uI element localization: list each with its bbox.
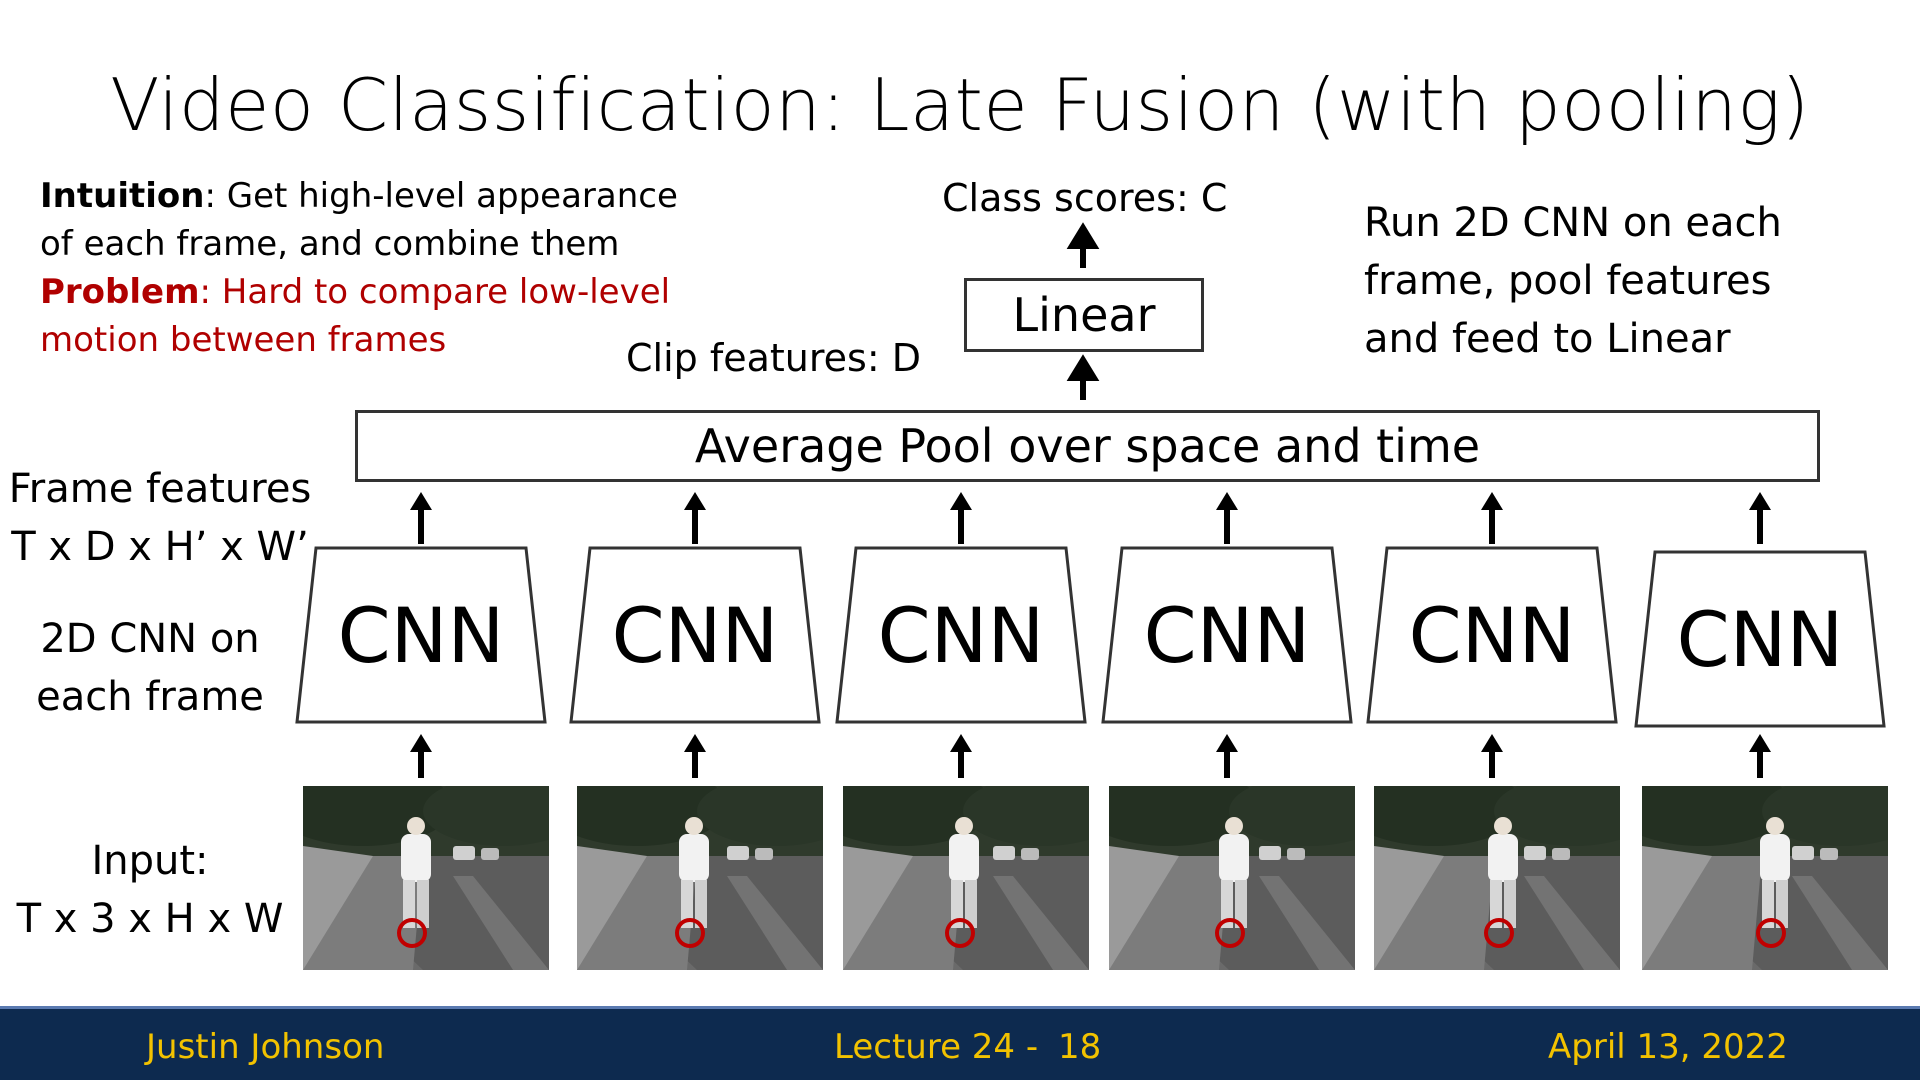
cnn-trapezoid bbox=[295, 546, 547, 724]
arrow-cnn-to-pool bbox=[950, 492, 972, 544]
arrow-cnn-to-pool bbox=[1749, 492, 1771, 544]
frame-features-line-1: Frame features bbox=[8, 466, 312, 512]
video-frame bbox=[843, 786, 1089, 970]
arrow-frame-to-cnn bbox=[1216, 734, 1238, 778]
footer-bar: Justin Johnson Lecture 24 - 18 April 13,… bbox=[0, 1006, 1920, 1080]
arrow-frame-to-cnn bbox=[410, 734, 432, 778]
footer-page-number: 18 bbox=[1058, 1027, 1102, 1067]
input-label-line-2: T x 3 x H x W bbox=[16, 896, 284, 942]
cnn-box-label: CNN bbox=[1143, 590, 1311, 680]
arrowhead-class-scores bbox=[1066, 222, 1100, 249]
right-note-line-2: frame, pool features bbox=[1364, 258, 1772, 304]
frame-features-line-2: T x D x H’ x W’ bbox=[11, 524, 309, 570]
cnn-box-label: CNN bbox=[611, 590, 779, 680]
video-frame bbox=[303, 786, 549, 970]
problem-text-1: : Hard to compare low-level bbox=[199, 272, 671, 312]
cnn-trapezoid bbox=[1101, 546, 1353, 724]
frame-features-label: Frame features T x D x H’ x W’ bbox=[0, 460, 320, 576]
arrow-frame-to-cnn bbox=[1749, 734, 1771, 778]
intuition-label: Intuition bbox=[40, 176, 205, 216]
problem-label: Problem bbox=[40, 272, 200, 312]
linear-box: Linear bbox=[964, 278, 1204, 352]
video-frame bbox=[577, 786, 823, 970]
right-note-line-1: Run 2D CNN on each bbox=[1364, 200, 1782, 246]
problem-line-1: Problem: Hard to compare low-level bbox=[40, 268, 680, 316]
intuition-text-1: : Get high-level appearance bbox=[204, 176, 678, 216]
average-pool-box: Average Pool over space and time bbox=[355, 410, 1820, 482]
cnn-side-label: 2D CNN on each frame bbox=[0, 610, 300, 726]
class-scores-label: Class scores: C bbox=[942, 176, 1228, 220]
cnn-trapezoid bbox=[1634, 550, 1886, 728]
arrow-frame-to-cnn bbox=[1481, 734, 1503, 778]
right-note-line-3: and feed to Linear bbox=[1364, 316, 1731, 362]
intuition-line-2: of each frame, and combine them bbox=[40, 224, 620, 264]
cnn-box-label: CNN bbox=[1676, 594, 1844, 684]
right-note: Run 2D CNN on each frame, pool features … bbox=[1364, 194, 1884, 368]
problem-line-2: motion between frames bbox=[40, 320, 447, 360]
arrow-cnn-to-pool bbox=[1216, 492, 1238, 544]
input-label-line-1: Input: bbox=[91, 838, 209, 884]
cnn-trapezoid bbox=[569, 546, 821, 724]
arrowhead-linear bbox=[1066, 354, 1100, 381]
cnn-trapezoid bbox=[835, 546, 1087, 724]
arrow-cnn-to-pool bbox=[684, 492, 706, 544]
arrow-frame-to-cnn bbox=[684, 734, 706, 778]
intuition-line-1: Intuition: Get high-level appearance bbox=[40, 172, 680, 220]
cnn-label-line-1: 2D CNN on bbox=[40, 616, 260, 662]
arrow-cnn-to-pool bbox=[1481, 492, 1503, 544]
cnn-trapezoid bbox=[1366, 546, 1618, 724]
cnn-box-label: CNN bbox=[1408, 590, 1576, 680]
arrow-frame-to-cnn bbox=[950, 734, 972, 778]
footer-author: Justin Johnson bbox=[146, 1027, 385, 1067]
intuition-problem-note: Intuition: Get high-level appearance of … bbox=[40, 172, 680, 364]
arrow-cnn-to-pool bbox=[410, 492, 432, 544]
cnn-label-line-2: each frame bbox=[36, 674, 264, 720]
footer-date: April 13, 2022 bbox=[1548, 1027, 1788, 1067]
footer-lecture: Lecture 24 - bbox=[834, 1027, 1039, 1067]
column-arrows bbox=[410, 492, 1771, 778]
video-frame bbox=[1374, 786, 1620, 970]
cnn-box-label: CNN bbox=[877, 590, 1045, 680]
cnn-box-label: CNN bbox=[337, 590, 505, 680]
input-label: Input: T x 3 x H x W bbox=[0, 832, 300, 948]
video-frame bbox=[1642, 786, 1888, 970]
clip-features-label: Clip features: D bbox=[626, 336, 921, 380]
slide-title: Video Classification: Late Fusion (with … bbox=[110, 63, 1810, 147]
video-frame bbox=[1109, 786, 1355, 970]
